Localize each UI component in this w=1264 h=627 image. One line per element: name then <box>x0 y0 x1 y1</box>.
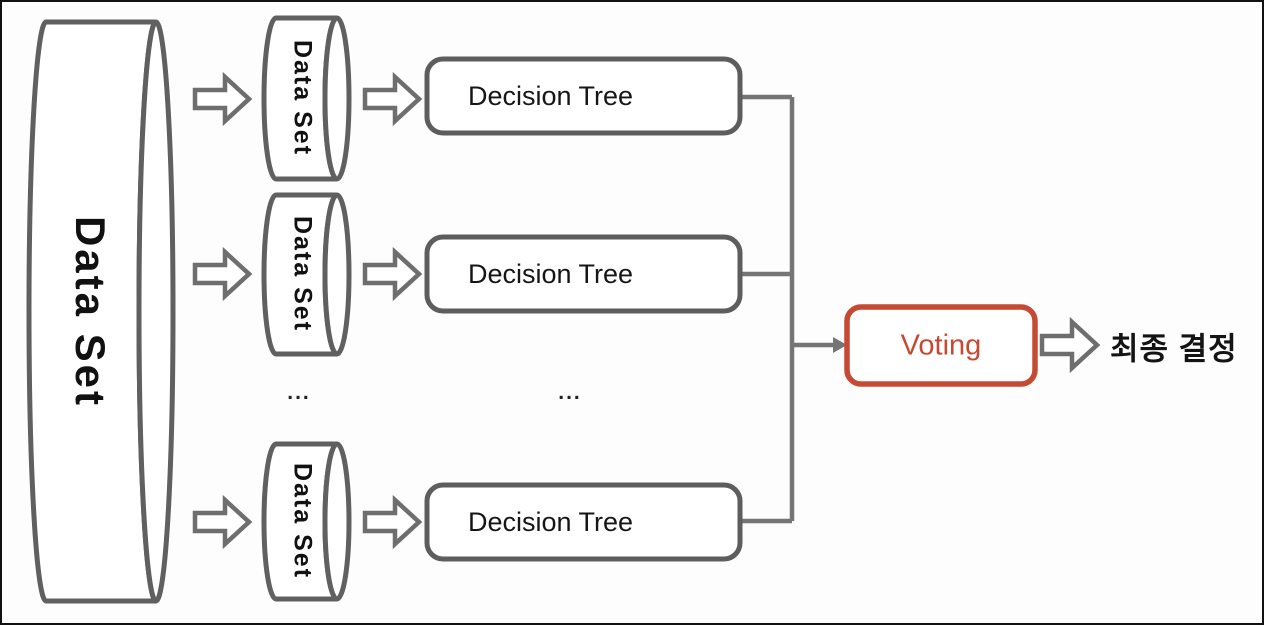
sampled-dataset-cylinder-3 <box>261 441 352 602</box>
sampled-dataset-cylinder-2 <box>261 192 352 357</box>
source-dataset-label: Data Set <box>67 215 114 409</box>
voting-box <box>844 304 1038 387</box>
decision-tree-box-2 <box>424 234 743 314</box>
flow-arrow-icon <box>362 71 423 127</box>
voting-label: Voting <box>900 329 982 362</box>
ellipsis-datasets: ... <box>287 381 311 404</box>
sampled-dataset-label-2: Data Set <box>288 215 317 333</box>
decision-tree-label-3: Decision Tree <box>468 506 634 537</box>
arrowhead-icon <box>833 337 847 353</box>
flow-arrow-icon <box>192 246 253 302</box>
sampled-dataset-cylinder-1 <box>261 15 352 182</box>
flow-arrow-icon <box>192 71 253 127</box>
flow-arrow-icon <box>192 494 253 550</box>
decision-tree-box-3 <box>424 482 743 562</box>
decision-tree-label-1: Decision Tree <box>468 80 634 111</box>
flow-arrow-icon <box>362 494 423 550</box>
sampled-dataset-label-3: Data Set <box>288 462 317 580</box>
ellipsis-trees: ... <box>558 381 582 404</box>
decision-tree-label-2: Decision Tree <box>468 258 634 289</box>
final-decision-label: 최종 결정 <box>1110 331 1238 367</box>
source-dataset-cylinder <box>26 19 176 604</box>
flow-arrow-icon <box>362 246 423 302</box>
decision-tree-box-1 <box>424 56 743 136</box>
flow-arrow-icon <box>1039 316 1101 374</box>
connector-lines <box>740 94 847 524</box>
sampled-dataset-label-1: Data Set <box>288 39 317 157</box>
